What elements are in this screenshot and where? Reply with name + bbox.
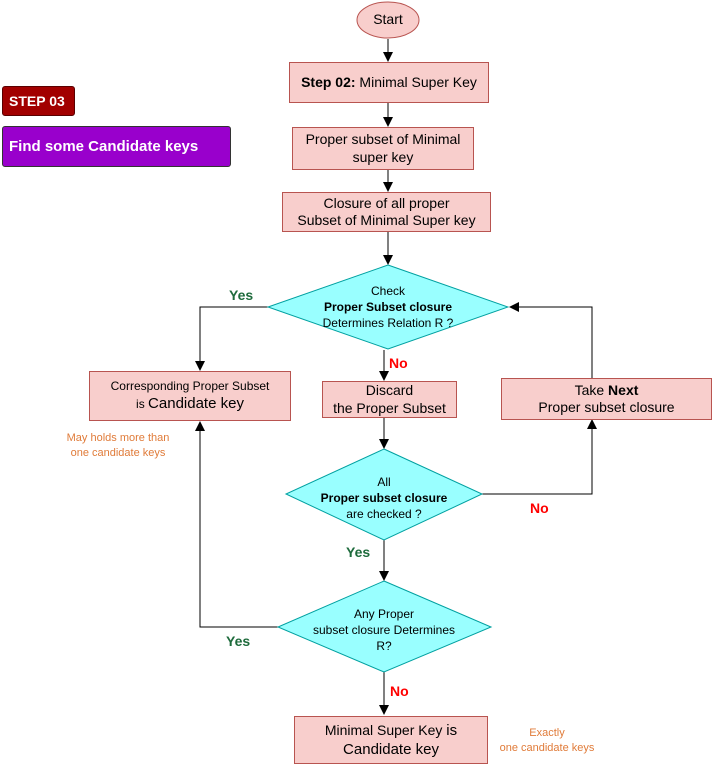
decision-any-shape (276, 580, 493, 673)
take-line2: Proper subset closure (538, 399, 675, 415)
goal-badge-label: Find some Candidate keys (9, 138, 199, 155)
any-line2: subset closure Determines (312, 623, 456, 638)
minimal-line1: Minimal Super Key (324, 721, 447, 738)
start-node: Start (357, 3, 419, 37)
corresponding-line1: Corresponding Proper Subset (110, 378, 270, 393)
edge-label-yes-all: Yes (346, 544, 371, 560)
minimal-line2: Candidate key (343, 740, 439, 758)
step02-node: Step 02: Minimal Super Key (289, 62, 489, 103)
edge-all-no (482, 419, 597, 495)
goal-badge: Find some Candidate keys (2, 126, 231, 167)
closure-node: Closure of all proper Subset of Minimal … (282, 192, 491, 232)
closure-line2: Subset of Minimal Super key (297, 212, 476, 228)
edge-label-yes-any: Yes (226, 633, 251, 649)
edge-label-no-check: No (389, 355, 408, 371)
start-label: Start (373, 11, 403, 28)
all-line1: All (377, 475, 391, 489)
note-many-candidates: May holds more than one candidate keys (53, 431, 183, 461)
closure-line1: Closure of all proper (323, 194, 450, 211)
decision-any: Any Proper subset closure Determines R? (309, 606, 459, 655)
proper-subset-line2: super key (352, 148, 414, 165)
minimal-candidate-node: Minimal Super Key is Candidate key (294, 716, 488, 764)
edge-check-yes (195, 306, 268, 371)
discard-node: Discard the Proper Subset (322, 381, 457, 418)
all-line3: are checked ? (346, 507, 422, 522)
step-badge: STEP 03 (2, 86, 75, 116)
any-line1: Any Proper (353, 607, 415, 621)
discard-line1: Discard (365, 382, 414, 398)
note-exactly-line2: one candidate keys (499, 741, 595, 754)
take-next-node: Take Next Proper subset closure (501, 378, 712, 420)
candidate-key-node: Corresponding Proper Subset is Candidate… (89, 371, 291, 421)
edge-any-yes (195, 421, 278, 628)
check-line2: Proper Subset closure (323, 300, 453, 315)
step-badge-label: STEP 03 (9, 93, 65, 109)
edge-label-yes-check: Yes (229, 287, 254, 303)
any-line3: R? (376, 639, 392, 654)
decision-check-shape (266, 264, 510, 350)
note-many-line2: one candidate keys (70, 446, 166, 459)
step02-text: Minimal Super Key (355, 73, 477, 90)
check-line3: Determines Relation R ? (322, 316, 454, 331)
note-exactly-one: Exactly one candidate keys (487, 726, 607, 756)
all-line2: Proper subset closure (320, 491, 448, 506)
minimal-is: is (446, 721, 458, 739)
step02-prefix: Step 02: (301, 73, 356, 90)
proper-subset-line1: Proper subset of Minimal (305, 131, 461, 147)
proper-subset-node: Proper subset of Minimal super key (292, 127, 474, 170)
edge-take-check (509, 302, 593, 378)
decision-check: Check Proper Subset closure Determines R… (298, 283, 478, 332)
corresponding-is: is (136, 396, 149, 411)
note-many-line1: May holds more than (66, 432, 170, 444)
corresponding-key: Candidate key (148, 394, 244, 412)
decision-all-shape (284, 448, 484, 541)
edge-label-no-any: No (390, 683, 409, 699)
discard-line2: the Proper Subset (333, 399, 446, 416)
take-bold: Next (608, 381, 639, 398)
take-prefix: Take (574, 381, 609, 398)
start-node-shape (356, 1, 420, 39)
edge-label-no-all: No (530, 500, 549, 516)
decision-all: All Proper subset closure are checked ? (304, 474, 464, 523)
check-line1: Check (370, 284, 405, 298)
note-exactly-line1: Exactly (529, 727, 565, 739)
